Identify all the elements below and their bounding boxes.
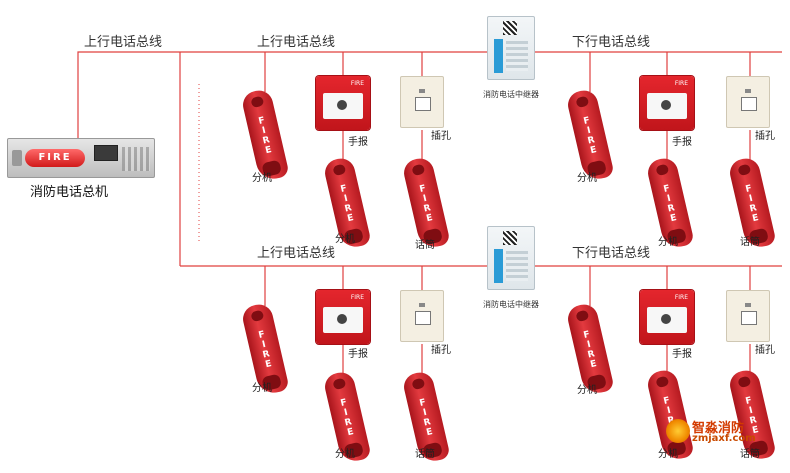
callpoint-button	[661, 314, 671, 324]
manual-call-point-3: FIRE	[316, 290, 370, 344]
manual-call-point-2: FIRE	[640, 76, 694, 130]
handset-label-2: 话筒	[740, 237, 760, 248]
bus-label-row2-up: 上行电话总线	[257, 246, 336, 261]
extension-label-3: 分机	[577, 173, 597, 184]
bus-label-row1-down: 下行电话总线	[572, 35, 651, 50]
qr-code-icon	[503, 231, 517, 245]
jack-led	[419, 89, 425, 93]
bus-label-row1-up: 上行电话总线	[257, 35, 336, 50]
host-fire-label: FIRE	[25, 149, 85, 167]
relay-vents	[506, 41, 528, 71]
host-handle	[12, 150, 22, 166]
jack-socket-icon	[741, 97, 757, 111]
extension-label-5: 分机	[252, 383, 272, 394]
phone-jack-4	[726, 290, 770, 342]
jack-led	[745, 89, 751, 93]
relay-device-2	[487, 226, 535, 290]
callpoint-label-4: 手报	[672, 349, 692, 360]
callpoint-fire-text: FIRE	[674, 294, 688, 301]
handset-label-1: 话筒	[415, 240, 435, 251]
watermark-url: zmjaxf.com	[692, 433, 756, 444]
qr-code-icon	[503, 21, 517, 35]
extension-label-4: 分机	[658, 237, 678, 248]
jack-label-4: 插孔	[755, 345, 775, 356]
relay-stripe	[494, 249, 503, 283]
callpoint-button	[661, 100, 671, 110]
relay-vents	[506, 251, 528, 281]
jack-socket-icon	[415, 311, 431, 325]
watermark-badge: 智淼消防 zmjaxf.com	[666, 415, 784, 447]
extension-label-8: 分机	[658, 449, 678, 460]
callpoint-button	[337, 100, 347, 110]
watermark-title: 智淼消防	[692, 421, 745, 436]
handset-label-4: 话筒	[740, 449, 760, 460]
bus-label-left: 上行电话总线	[84, 35, 163, 50]
bus-wire-left	[77, 51, 180, 142]
callpoint-label-3: 手报	[348, 349, 368, 360]
watermark-logo-icon	[666, 419, 690, 443]
fire-phone-host-panel: FIRE	[7, 138, 155, 178]
callpoint-fire-text: FIRE	[674, 80, 688, 87]
jack-socket-icon	[741, 311, 757, 325]
manual-call-point-4: FIRE	[640, 290, 694, 344]
callpoint-label-1: 手报	[348, 137, 368, 148]
callpoint-fire-text: FIRE	[350, 294, 364, 301]
extension-label-6: 分机	[335, 449, 355, 460]
relay-stripe	[494, 39, 503, 73]
bus-label-row2-down: 下行电话总线	[572, 246, 651, 261]
host-display	[94, 145, 118, 161]
relay-label-2: 消防电话中继器	[483, 300, 539, 309]
manual-call-point-1: FIRE	[316, 76, 370, 130]
relay-device-1	[487, 16, 535, 80]
phone-jack-2	[726, 76, 770, 128]
callpoint-fire-text: FIRE	[350, 80, 364, 87]
jack-label-2: 插孔	[755, 131, 775, 142]
jack-led	[419, 303, 425, 307]
jack-led	[745, 303, 751, 307]
host-keypad	[122, 147, 150, 171]
callpoint-label-2: 手报	[672, 137, 692, 148]
callpoint-button	[337, 314, 347, 324]
jack-label-3: 插孔	[431, 345, 451, 356]
relay-label-1: 消防电话中继器	[483, 90, 539, 99]
jack-label-1: 插孔	[431, 131, 451, 142]
phone-jack-1	[400, 76, 444, 128]
handset-label-3: 话筒	[415, 449, 435, 460]
extension-label-1: 分机	[252, 173, 272, 184]
extension-label-7: 分机	[577, 385, 597, 396]
jack-socket-icon	[415, 97, 431, 111]
extension-label-2: 分机	[335, 234, 355, 245]
host-label: 消防电话总机	[30, 185, 109, 200]
phone-jack-3	[400, 290, 444, 342]
